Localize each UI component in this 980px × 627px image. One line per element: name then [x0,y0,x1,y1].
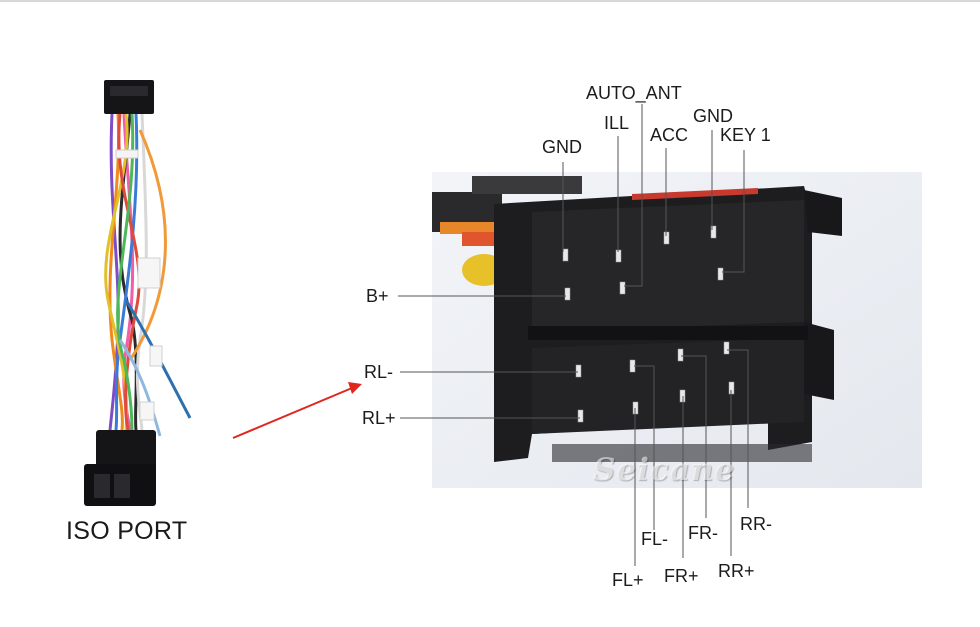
pin-b-plus [564,287,571,301]
label-rr-minus: RR- [740,514,772,534]
pin-key1 [717,267,724,281]
top-divider [0,0,980,2]
wiring-harness-image [84,80,192,506]
leader-fl-minus [634,365,655,530]
pin-auto-ant [619,281,626,295]
label-fr-plus: FR+ [664,566,699,586]
pin-gnd-top [710,225,717,239]
leader-auto-ant [624,104,643,287]
label-fr-minus: FR- [688,523,718,543]
pin-gnd-left [562,248,569,262]
label-acc: ACC [650,125,689,145]
iso-port-caption: ISO PORT [66,517,188,545]
label-gnd-top: GND [693,106,733,126]
label-rl-plus: RL+ [362,408,396,428]
label-fl-plus: FL+ [612,570,644,590]
pin-rl-minus [575,364,582,378]
watermark-logo: Seicane [593,452,736,488]
label-b-plus: B+ [366,286,389,306]
label-fl-minus: FL- [641,529,668,549]
label-rl-minus: RL- [364,362,394,382]
pin-rl-plus [577,409,584,423]
pointer-arrow [232,387,353,439]
label-key1: KEY 1 [720,125,771,145]
label-gnd-left: GND [542,137,582,157]
label-rr-plus: RR+ [718,561,755,581]
pointer-arrowhead [348,382,362,394]
label-ill: ILL [604,113,630,133]
leader-key1 [722,150,745,273]
label-auto-ant: AUTO_ANT [586,83,682,103]
leader-fr-minus [681,355,707,518]
leader-rr-minus [727,349,749,508]
pin-fr-minus [677,348,684,362]
pin-rr-minus [723,341,730,355]
